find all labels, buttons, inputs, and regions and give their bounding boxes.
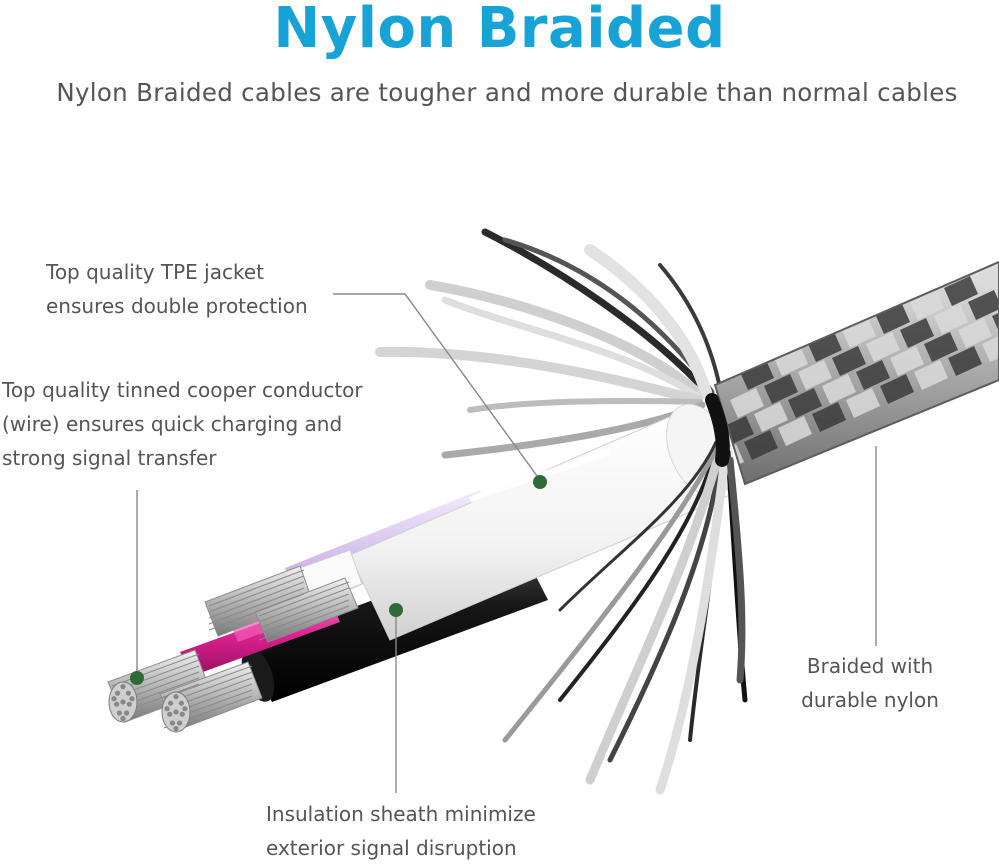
- callout-sheath-line1: Insulation sheath minimize: [266, 802, 536, 826]
- conductor-strand-end: [125, 690, 131, 696]
- conductor-strand-line: [208, 575, 305, 613]
- braid-weave-cell: [944, 276, 978, 306]
- braid-weave-cell: [754, 402, 788, 432]
- conductor-strand-end: [124, 710, 130, 716]
- braid-weave-cell: [832, 346, 866, 376]
- callout-jacket-line1: Top quality TPE jacket: [46, 260, 264, 284]
- conductor-strand-end: [173, 694, 179, 700]
- braid-weave-cell: [948, 346, 982, 376]
- dot-sheath: [389, 603, 403, 617]
- conductor-strand-end: [126, 701, 132, 707]
- braid-weave-cell: [958, 318, 992, 348]
- braid-weave-cell: [910, 290, 944, 320]
- callout-sheath: Insulation sheath minimize exterior sign…: [266, 797, 536, 865]
- braid-weave-cell: [982, 332, 999, 362]
- conductor-strand-line: [208, 593, 305, 631]
- braid-weave-cell: [842, 318, 876, 348]
- conductor-strand-end: [115, 690, 121, 696]
- callout-braid-line2: durable nylon: [801, 688, 939, 712]
- braid-weave-cell: [798, 360, 832, 390]
- braid-weave-cell: [778, 416, 812, 446]
- conductor-strand-line: [208, 587, 305, 625]
- frayed-strands-front: [502, 393, 748, 795]
- braid-weave-cell: [968, 290, 999, 320]
- frayed-strands-back: [375, 228, 722, 459]
- conductor-strand-end: [114, 701, 120, 707]
- conductor-strand-end: [178, 700, 184, 706]
- braid-weave-cell: [856, 360, 890, 390]
- callout-conductor-line2: (wire) ensures quick charging and: [2, 412, 343, 436]
- callout-braid-line1: Braided with: [806, 654, 934, 678]
- conductor-strand-end: [177, 720, 183, 726]
- braid-weave-cell: [744, 430, 778, 460]
- conductor-strand-line: [111, 653, 200, 687]
- braid-weave-cell: [812, 402, 846, 432]
- callout-conductor-line1: Top quality tinned cooper conductor: [2, 378, 363, 402]
- callout-sheath-line2: exterior signal disruption: [266, 836, 517, 860]
- conductor-strand-end: [116, 710, 122, 716]
- callout-conductor-line3: strong signal transfer: [2, 446, 217, 470]
- conductor-strand-line: [258, 581, 350, 617]
- braid-weave-cell: [924, 332, 958, 362]
- conductor-strand-line: [258, 599, 350, 635]
- conductor-strand-end: [179, 711, 185, 717]
- braid-weave-cell: [764, 374, 798, 404]
- braid-weave-cell: [774, 346, 808, 376]
- braid-weave-cell: [978, 262, 999, 292]
- conductor-strand-line: [208, 569, 305, 607]
- callout-jacket: Top quality TPE jacket ensures double pr…: [46, 255, 308, 323]
- callout-dots: [130, 475, 547, 685]
- conductor-strand-line: [258, 587, 350, 623]
- conductor-strand-line: [208, 581, 305, 619]
- page-title: Nylon Braided: [273, 0, 726, 61]
- conductor-strand-end: [173, 725, 179, 732]
- braid-weave-cell: [900, 318, 934, 348]
- conductor-strand-end: [129, 696, 135, 702]
- braid-weave-cell: [914, 360, 948, 390]
- copper-conductors: [107, 565, 359, 733]
- braid-weave-cell: [846, 388, 880, 418]
- braid-weave-cell: [934, 304, 968, 334]
- braid-weave-cell: [890, 346, 924, 376]
- braid-weave-cell: [808, 332, 842, 362]
- conductor-strand-end: [169, 720, 175, 726]
- braid-weave-cell: [740, 360, 774, 390]
- braid-weave-cell: [730, 388, 764, 418]
- callout-conductor: Top quality tinned cooper conductor (wir…: [2, 373, 363, 475]
- conductor-strand-end: [120, 699, 126, 705]
- conductor-strand-end: [168, 700, 174, 706]
- braid-weave-cell: [880, 374, 914, 404]
- braided-sleeve: [713, 260, 999, 486]
- page-subtitle: Nylon Braided cables are tougher and mor…: [56, 78, 958, 107]
- braid-weave-cell: [876, 304, 910, 334]
- conductor-strand-end: [120, 715, 126, 722]
- conductor-end-left: [108, 681, 138, 723]
- leader-lines: [136, 293, 877, 793]
- dot-jacket: [533, 475, 547, 489]
- braid-weave-cell: [788, 388, 822, 418]
- conductor-strand-end: [182, 706, 188, 712]
- leader-jacket: [333, 293, 541, 481]
- conductor-strand-end: [111, 696, 117, 702]
- conductor-strand-line: [258, 605, 350, 641]
- conductor-strand-end: [164, 706, 170, 712]
- conductor-end-right: [161, 691, 191, 733]
- braid-weave-cell: [822, 374, 856, 404]
- dot-conductor: [130, 671, 144, 685]
- callout-braid: Braided with durable nylon: [800, 649, 940, 717]
- callout-jacket-line2: ensures double protection: [46, 294, 308, 318]
- conductor-strand-line: [258, 593, 350, 629]
- conductor-strand-end: [167, 711, 173, 717]
- conductor-strand-end: [120, 684, 126, 690]
- conductor-strand-end: [173, 709, 179, 715]
- braid-weave-cell: [866, 332, 900, 362]
